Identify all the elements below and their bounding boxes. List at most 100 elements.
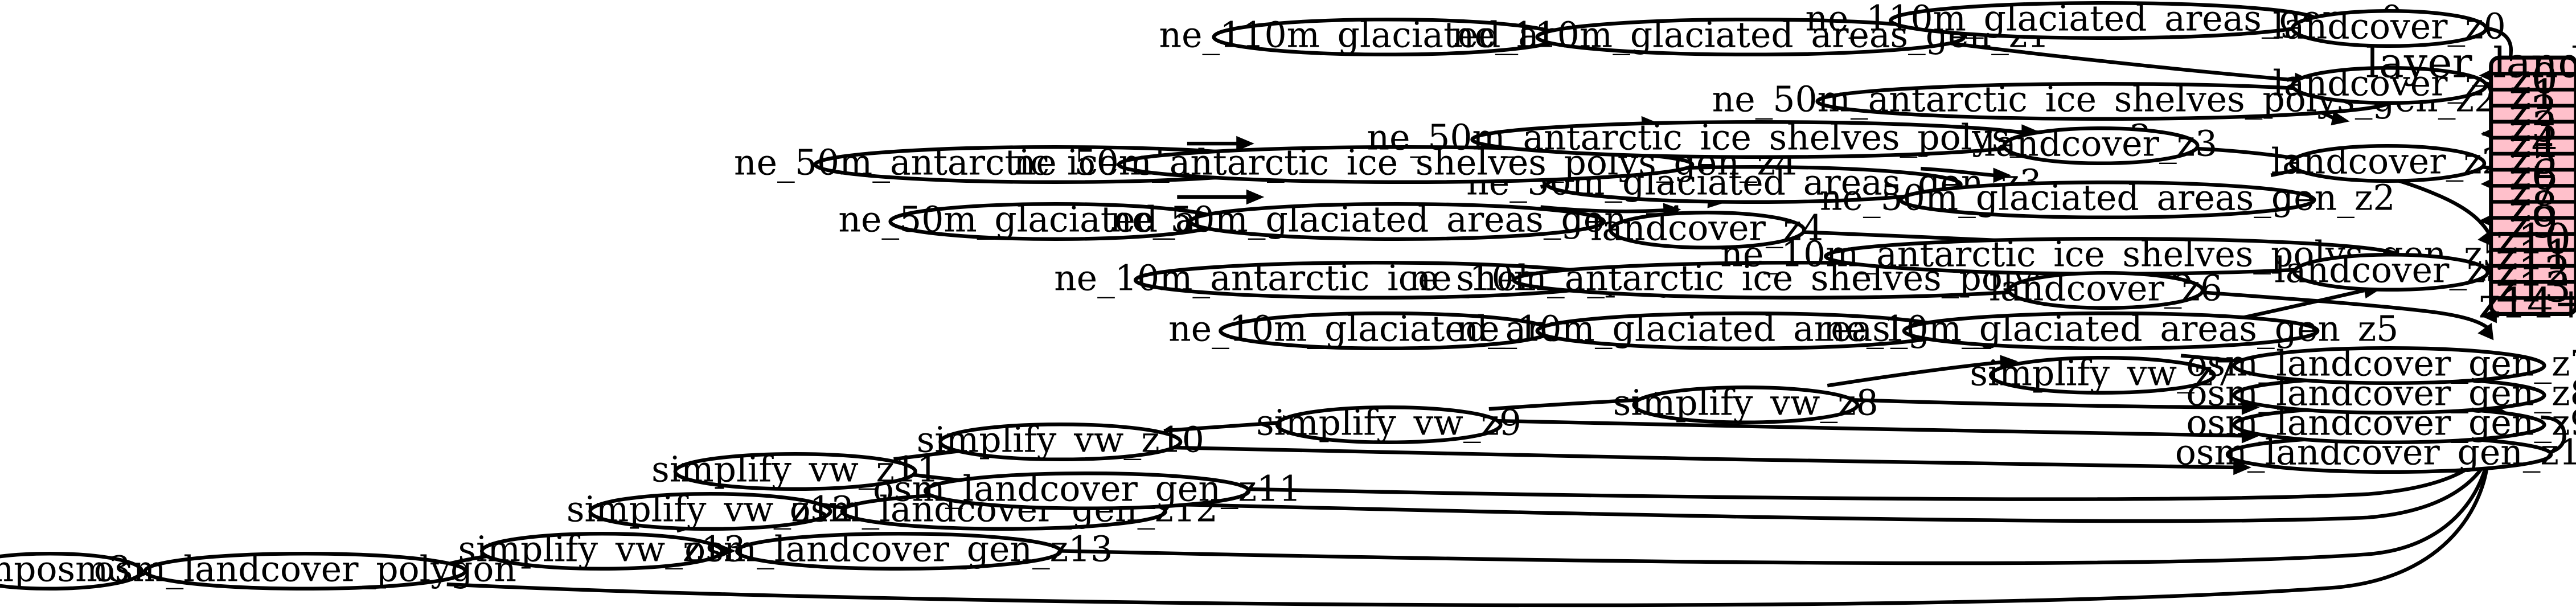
edge — [446, 460, 2490, 608]
node-label: ne_50m_glaciated_areas_gen_z2 — [1820, 178, 2395, 219]
edge — [1060, 458, 2489, 565]
table-row-z0[interactable]: z0 — [2509, 55, 2558, 104]
node-outline — [2007, 270, 2205, 310]
edge — [1165, 450, 2493, 523]
graph-node-imposm3[interactable]: imposm3 — [0, 549, 144, 591]
table-row-z4[interactable]: z4 — [2509, 119, 2558, 167]
node-outline — [1545, 165, 1963, 204]
graph-node-osm_landcover_polygon[interactable]: osm_landcover_polygon — [94, 549, 516, 591]
graph-node-ne_10m_glaciated_areas[interactable]: ne_10m_glaciated_areas — [1168, 309, 1602, 351]
node-label: landcover_z1 — [2273, 63, 2505, 104]
node-label: osm_landcover_gen_z13 — [684, 529, 1113, 570]
node-label: ne_50m_glaciated_areas_gen_z4 — [1110, 199, 1685, 240]
graph-node-ne_10m_antarctic_ice_shelves_polys[interactable]: ne_10m_antarctic_ice_shelves_polys — [1054, 258, 1697, 300]
table-row-z9[interactable]: z9 — [2509, 199, 2558, 248]
node-label: landcover_z0 — [2273, 6, 2505, 47]
arrow-head-icon — [2233, 460, 2251, 475]
graph-node-ne_50m_antarctic_ice_shelves_polys_gen_z4[interactable]: ne_50m_antarctic_ice_shelves_polys_gen_z… — [1014, 142, 1798, 184]
node-outline — [1117, 145, 1695, 184]
table-row-z13[interactable]: z13 — [2496, 263, 2571, 311]
table-row-z7[interactable]: z7 — [2509, 167, 2558, 216]
node-outline — [2290, 65, 2488, 105]
node-outline — [2290, 9, 2488, 48]
table-node-title: layer_landcover — [2366, 39, 2576, 87]
node-label: simplify_vw_z10 — [917, 420, 1204, 461]
graph-node-ne_50m_glaciated_areas_gen_z4[interactable]: ne_50m_glaciated_areas_gen_z4 — [1110, 199, 1685, 241]
graph-node-ne_50m_glaciated_areas[interactable]: ne_50m_glaciated_areas — [838, 199, 1273, 241]
graph-node-landcover_z3[interactable]: landcover_z3 — [1984, 124, 2217, 166]
graph-node-simplify_vw_z10[interactable]: simplify_vw_z10 — [917, 420, 1204, 462]
table-row-z2[interactable]: z2 — [2509, 87, 2558, 136]
node-outline — [673, 452, 917, 491]
graph-node-simplify_vw_z12[interactable]: simplify_vw_z12 — [567, 489, 854, 531]
table-row-z8[interactable]: z8 — [2509, 183, 2558, 232]
edge — [1249, 440, 2495, 501]
table-row-z3[interactable]: z3 — [2509, 103, 2558, 151]
graph-node-landcover_z1[interactable]: landcover_z1 — [2273, 63, 2506, 105]
graph-node-ne_10m_antarctic_ice_shelves_polys_gen_z5[interactable]: ne_10m_antarctic_ice_shelves_polys_gen_z… — [1720, 234, 2505, 276]
node-outline — [735, 531, 1063, 571]
arrow-head-icon — [1236, 136, 1254, 151]
node-label: osm_landcover_gen_z7 — [2186, 343, 2576, 384]
node-outline — [1535, 17, 1966, 57]
table-row-z6[interactable]: z6 — [2509, 151, 2558, 199]
node-outline — [1609, 210, 1806, 250]
node-label: landcover_z2 — [2271, 141, 2504, 182]
node-label: imposm3 — [0, 549, 130, 590]
edge — [1540, 205, 1664, 214]
table-row-z12[interactable]: z12 — [2496, 247, 2571, 296]
graph-node-ne_110m_glaciated_areas_gen_z0[interactable]: ne_110m_glaciated_areas_gen_z0 — [1806, 0, 2403, 40]
graph-node-osm_landcover_gen_z13[interactable]: osm_landcover_gen_z13 — [684, 529, 1113, 571]
node-label: landcover_z6 — [1990, 268, 2222, 309]
graph-node-osm_landcover_gen_z11[interactable]: osm_landcover_gen_z11 — [873, 469, 1301, 511]
node-outline — [2292, 252, 2490, 292]
node-outline — [143, 551, 467, 591]
table-row-z10[interactable]: z10 — [2496, 215, 2571, 264]
node-label: simplify_vw_z13 — [458, 529, 745, 570]
node-label: simplify_vw_z8 — [1613, 383, 1878, 424]
node-outline — [2289, 143, 2487, 183]
edge — [1950, 42, 2296, 82]
table-row-z5[interactable]: z5 — [2509, 135, 2558, 183]
graph-node-ne_10m_glaciated_areas_gen_z5[interactable]: ne_10m_glaciated_areas_gen_z5 — [1823, 309, 2399, 351]
node-layer: imposm3osm_landcover_polygonsimplify_vw_… — [0, 0, 2576, 591]
edge — [2541, 415, 2566, 456]
graph-node-landcover_z0[interactable]: landcover_z0 — [2273, 6, 2506, 48]
table-row-z1[interactable]: z1 — [2509, 71, 2558, 120]
arrow-head-icon — [2331, 110, 2350, 126]
graph-node-ne_50m_glaciated_areas_gen_z2[interactable]: ne_50m_glaciated_areas_gen_z2 — [1820, 178, 2395, 220]
graph-node-simplify_vw_z8[interactable]: simplify_vw_z8 — [1613, 383, 1878, 425]
node-label: landcover_z4 — [1591, 208, 1824, 249]
graph-node-simplify_vw_z13[interactable]: simplify_vw_z13 — [458, 529, 746, 571]
node-outline — [2002, 126, 2200, 166]
node-label: osm_landcover_polygon — [94, 549, 516, 590]
graph-node-osm_landcover_gen_z7[interactable]: osm_landcover_gen_z7 — [2186, 343, 2576, 386]
layer-landcover-table-node[interactable]: layer_landcoverz0z1z2z3z4z5z6z7z8z9z10z1… — [2366, 39, 2576, 328]
edge — [1163, 420, 1284, 433]
node-outline — [923, 471, 1251, 511]
graph-node-landcover_z6[interactable]: landcover_z6 — [1990, 268, 2222, 310]
graph-node-osm_landcover_gen_z8[interactable]: osm_landcover_gen_z8 — [2186, 373, 2576, 415]
node-outline — [588, 491, 832, 531]
node-label: ne_10m_glaciated_areas — [1168, 309, 1602, 350]
edge — [1921, 166, 1995, 178]
graph-node-simplify_vw_z7[interactable]: simplify_vw_z7 — [1970, 353, 2235, 395]
node-label: simplify_vw_z7 — [1970, 353, 2235, 394]
graph-node-landcover_z2[interactable]: landcover_z2 — [2271, 141, 2504, 183]
node-label: landcover_z3 — [1984, 124, 2217, 165]
table-row-z11[interactable]: z11 — [2496, 231, 2571, 280]
table-row-z14plus[interactable]: z14+ — [2479, 280, 2576, 328]
graph-node-landcover_z4[interactable]: landcover_z4 — [1591, 208, 1824, 250]
node-label: simplify_vw_z11 — [651, 449, 939, 490]
graph-node-simplify_vw_z11[interactable]: simplify_vw_z11 — [651, 449, 939, 491]
graph-node-ne_110m_glaciated_areas_gen_z1[interactable]: ne_110m_glaciated_areas_gen_z1 — [1452, 15, 2050, 57]
arrow-head-icon — [1246, 189, 1265, 205]
graph-node-landcover_z5[interactable]: landcover_z5 — [2274, 250, 2508, 292]
node-label: ne_10m_glaciated_areas_gen_z5 — [1823, 309, 2399, 350]
arrow-head-icon — [2477, 322, 2494, 341]
edge — [1163, 445, 2234, 470]
graph-node-simplify_vw_z9[interactable]: simplify_vw_z9 — [1256, 403, 1521, 445]
node-outline — [1188, 202, 1606, 241]
